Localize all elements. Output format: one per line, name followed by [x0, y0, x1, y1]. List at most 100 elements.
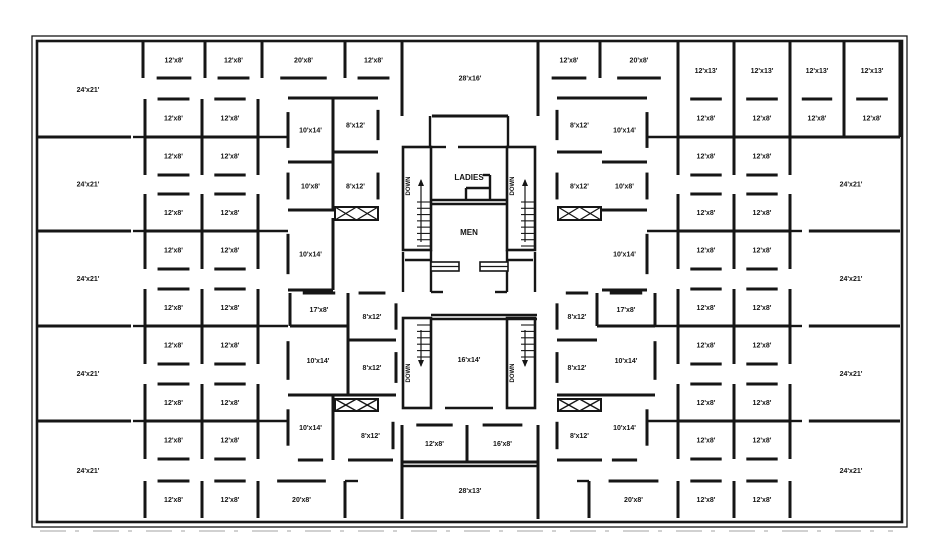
room-label: 17'x8'	[617, 307, 636, 314]
stairwell: DOWN	[505, 145, 537, 252]
room: 12'x8'	[732, 421, 792, 461]
shaft-hatch	[334, 398, 357, 412]
room-label: 10'x14'	[615, 358, 638, 365]
room: 17'x8'	[288, 291, 350, 328]
room-label: 12'x8'	[697, 438, 716, 445]
room-label: 12'x8'	[753, 400, 772, 407]
room-label: 8'x12'	[570, 184, 589, 191]
shaft-hatch	[334, 206, 357, 221]
room-label: 12'x8'	[808, 116, 827, 123]
room-label: 12'x13'	[806, 68, 829, 75]
room-label: 12'x8'	[221, 497, 240, 504]
room-label: 8'x12'	[361, 433, 380, 440]
stairwell: DOWN	[401, 145, 433, 252]
room: 8'x12'	[348, 352, 398, 397]
room-label: 12'x8'	[697, 210, 716, 217]
room: 12'x8'	[732, 326, 792, 366]
room-label: 8'x12'	[568, 365, 587, 372]
room: 8'x12'	[555, 291, 597, 342]
shaft-hatch	[557, 206, 580, 221]
room: 24'x21'	[38, 182, 131, 233]
core-label: MEN	[460, 228, 478, 237]
room: 24'x21'	[808, 182, 900, 233]
room-label: 10'x14'	[613, 425, 636, 432]
room-label: 10'x14'	[299, 128, 322, 135]
room-label: 10'x14'	[613, 128, 636, 135]
room-label: 12'x8'	[221, 305, 240, 312]
stairwell: DOWN	[505, 316, 537, 410]
room-label: 20'x8'	[294, 58, 313, 65]
room-label: 24'x21'	[77, 371, 100, 378]
room-label: 12'x13'	[751, 68, 774, 75]
room-label: 24'x21'	[77, 87, 100, 94]
stair-shaft	[401, 316, 433, 410]
room-label: 12'x8'	[164, 343, 183, 350]
stair-arrow-head	[418, 360, 424, 367]
room-label: 12'x8'	[164, 305, 183, 312]
room-label: 12'x8'	[224, 58, 243, 65]
room-label: 12'x8'	[697, 116, 716, 123]
outer-border	[31, 35, 908, 528]
room-label: 12'x8'	[221, 210, 240, 217]
room-label: 12'x8'	[753, 210, 772, 217]
room: 10'x14'	[286, 395, 335, 462]
room: 10'x14'	[611, 409, 649, 462]
room: 8'x12'	[555, 421, 602, 462]
room: 12'x8'	[200, 421, 260, 461]
room-label: 24'x21'	[840, 371, 863, 378]
shafts	[334, 206, 602, 412]
room: 10'x14'	[286, 218, 335, 292]
core-label: LADIES	[454, 173, 484, 182]
room-label: 12'x8'	[221, 154, 240, 161]
stair-arrow-head	[522, 179, 528, 186]
room-label: 8'x12'	[346, 184, 365, 191]
room: 24'x21'	[77, 468, 100, 475]
room-label: 12'x8'	[164, 400, 183, 407]
room: 10'x14'	[286, 326, 350, 397]
room-label: 12'x8'	[753, 497, 772, 504]
room-label: 12'x8'	[425, 441, 444, 448]
room-label: 17'x8'	[310, 307, 329, 314]
room-label: 24'x21'	[77, 468, 100, 475]
room-label: 12'x8'	[697, 305, 716, 312]
stair-arrow-head	[522, 360, 528, 367]
room-label: 12'x8'	[164, 497, 183, 504]
stairwell: DOWN	[401, 316, 433, 410]
room: 10'x14'	[602, 233, 649, 292]
room: 12'x8'	[200, 137, 260, 177]
room-label: 10'x14'	[299, 425, 322, 432]
room-label: 12'x8'	[221, 116, 240, 123]
room-label: 8'x12'	[570, 123, 589, 130]
room: 12'x8'	[200, 326, 260, 366]
stair-down-label: DOWN	[406, 364, 412, 383]
room-label: 24'x21'	[77, 182, 100, 189]
room-label: 12'x8'	[753, 248, 772, 255]
room: 10'x8'	[286, 162, 335, 212]
shaft-box	[557, 206, 602, 221]
room-label: 12'x8'	[697, 400, 716, 407]
room: 12'x8'	[732, 382, 792, 423]
room: 8'x12'	[333, 96, 380, 154]
room: 10'x14'	[286, 96, 335, 164]
stair-arrow-head	[418, 179, 424, 186]
room-label: 12'x8'	[164, 116, 183, 123]
room: 17'x8'	[595, 291, 657, 328]
room-label: 10'x14'	[613, 252, 636, 259]
stairwells: DOWN DOWN DOWN DOWN	[401, 145, 537, 410]
shaft-hatch	[557, 398, 580, 412]
room-label: 8'x12'	[363, 365, 382, 372]
room: 12'x8'	[732, 479, 792, 518]
room-label: 12'x8'	[221, 248, 240, 255]
room: 12'x8'	[400, 423, 469, 462]
room-label: 12'x8'	[164, 210, 183, 217]
room-label: 12'x8'	[697, 497, 716, 504]
room: 10'x14'	[597, 341, 657, 397]
shaft-hatch	[356, 206, 379, 221]
room: 12'x8'	[732, 97, 792, 139]
room-label: 12'x8'	[164, 154, 183, 161]
room-label: 12'x8'	[164, 248, 183, 255]
room-label: 12'x8'	[697, 248, 716, 255]
room: 12'x8'	[732, 192, 792, 233]
